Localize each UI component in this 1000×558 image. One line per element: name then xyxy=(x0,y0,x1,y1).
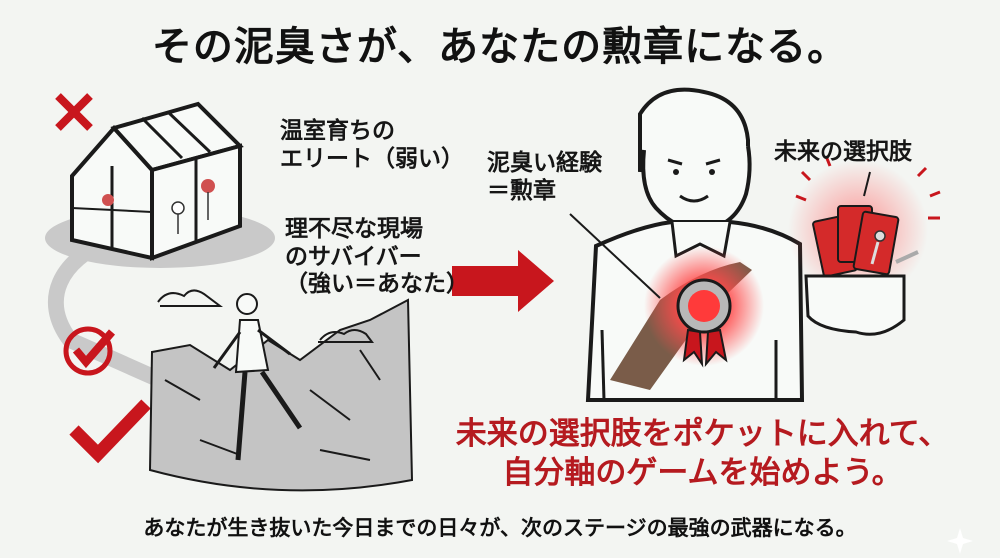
medal-label: 泥臭い経験 ＝勲章 xyxy=(487,150,602,205)
page-title: その泥臭さが、あなたの勲章になる。 xyxy=(151,24,849,70)
medal-label-line: ＝勲章 xyxy=(487,177,556,204)
greenhouse-label: 温室育ちの エリート（弱い） xyxy=(280,118,464,173)
man-illustration xyxy=(569,87,805,402)
survivor-label-line: 理不尽な現場 xyxy=(285,216,423,242)
survivor-label: 理不尽な現場 のサバイバー （強い＝あなた） xyxy=(285,216,469,299)
medal-label-line: 泥臭い経験 xyxy=(487,150,602,176)
footer-caption: あなたが生き抜いた今日までの日々が、次のステージの最強の武器になる。 xyxy=(143,516,857,540)
sparkle-icon xyxy=(947,528,973,554)
greenhouse-illustration xyxy=(45,101,275,268)
pocket-cards-illustration xyxy=(788,155,941,336)
check-mark-icon xyxy=(69,399,151,464)
survivor-illustration xyxy=(148,289,414,492)
check-circle-icon xyxy=(63,326,116,376)
survivor-label-line: のサバイバー xyxy=(285,243,422,270)
slogan-line: 自分軸のゲームを始めよう。 xyxy=(502,454,903,491)
slogan: 未来の選択肢をポケットに入れて、 自分軸のゲームを始めよう。 xyxy=(405,415,1000,493)
arrow-right-icon xyxy=(452,250,554,312)
survivor-label-line: （強い＝あなた） xyxy=(285,271,469,298)
future-options-label: 未来の選択肢 xyxy=(774,139,912,165)
cross-mark-icon xyxy=(55,93,93,131)
greenhouse-label-line: 温室育ちの xyxy=(280,118,395,144)
greenhouse-label-line: エリート（弱い） xyxy=(280,145,464,172)
slogan-line: 未来の選択肢をポケットに入れて、 xyxy=(455,416,950,452)
